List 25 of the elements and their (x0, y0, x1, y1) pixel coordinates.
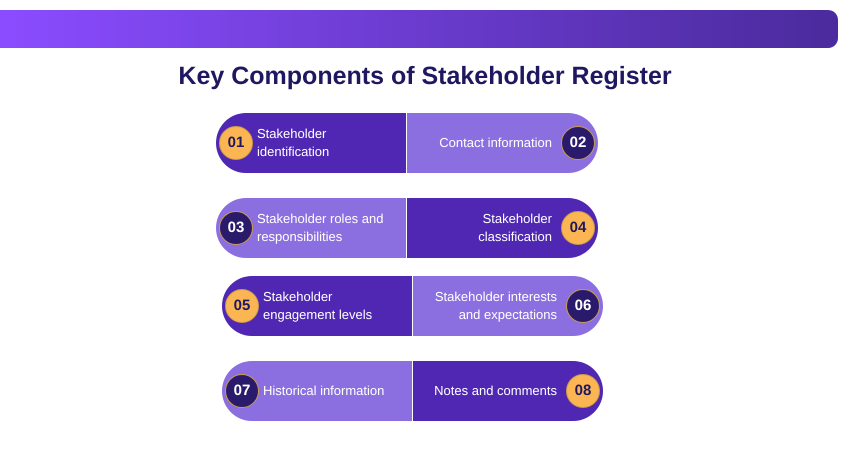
pill-segment (222, 361, 412, 421)
component-label: Stakeholder identification (257, 125, 330, 161)
number-badge: 01 (219, 126, 253, 160)
number-badge: 02 (561, 126, 595, 160)
pill-segment (216, 113, 406, 173)
pill-segment (222, 276, 412, 336)
pill-segment (413, 276, 603, 336)
pill-segment (413, 361, 603, 421)
number-badge: 04 (561, 211, 595, 245)
number-badge: 06 (566, 289, 600, 323)
component-label: Notes and comments (434, 382, 557, 400)
component-label: Contact information (439, 134, 552, 152)
component-label: Historical information (263, 382, 384, 400)
component-label: Stakeholder classification (477, 210, 552, 246)
number-badge: 07 (225, 374, 259, 408)
diagram-title: Key Components of Stakeholder Register (178, 62, 672, 91)
component-label: Stakeholder roles and responsibilities (257, 210, 384, 246)
component-label: Stakeholder engagement levels (263, 288, 374, 324)
number-badge: 05 (225, 289, 259, 323)
number-badge: 08 (566, 374, 600, 408)
number-badge: 03 (219, 211, 253, 245)
pill-segment (216, 198, 406, 258)
pill-segment (407, 113, 598, 173)
pill-segment (407, 198, 598, 258)
component-label: Stakeholder interests and expectations (434, 288, 557, 324)
